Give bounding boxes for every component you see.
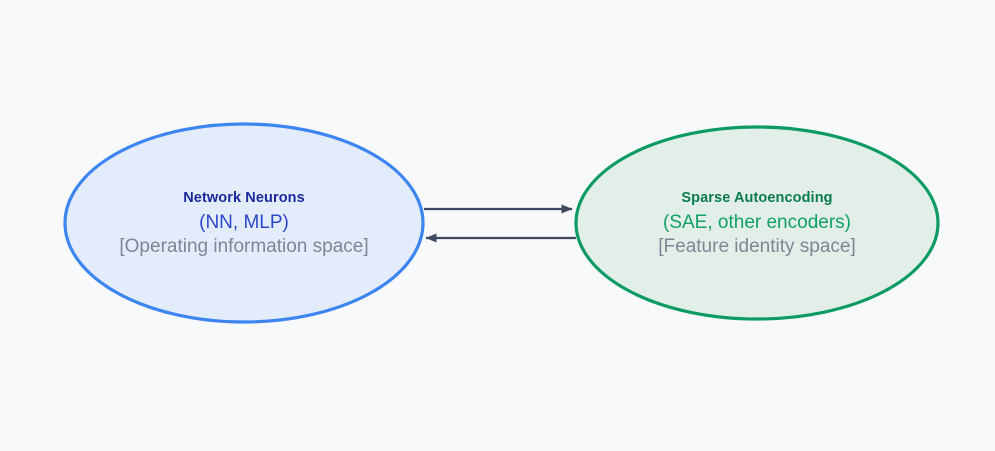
node-network-neurons-shape[interactable] (63, 122, 425, 324)
node-sparse-autoencoding-shape[interactable] (574, 125, 940, 321)
